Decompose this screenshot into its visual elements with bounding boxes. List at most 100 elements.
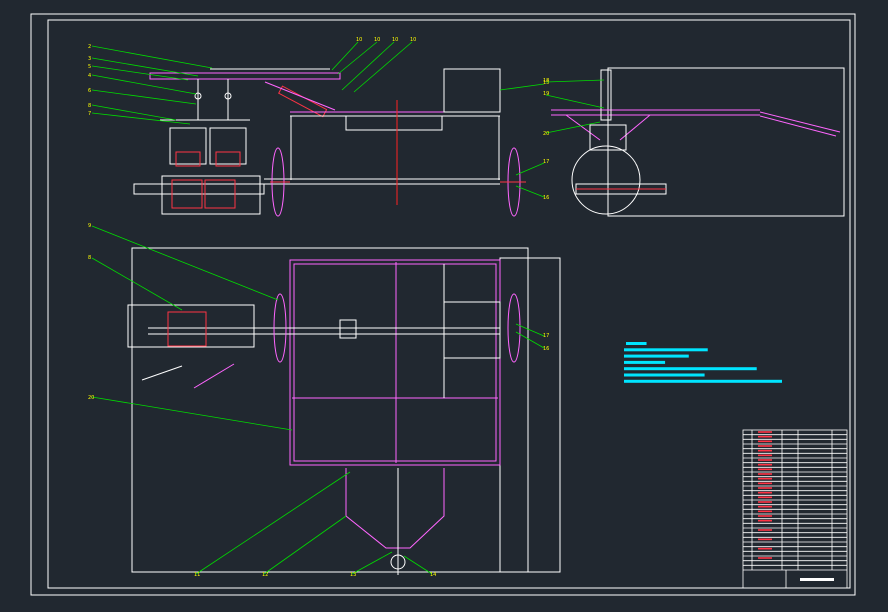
top-rail — [149, 72, 341, 80]
side-post — [600, 69, 612, 121]
leader-7 — [91, 112, 191, 125]
title-block-entry — [758, 538, 772, 541]
callout-8: 8 — [88, 103, 91, 109]
side-arm — [759, 111, 841, 133]
callout-8p: 8 — [88, 255, 91, 261]
gearbox-section — [171, 179, 203, 209]
motor-right — [209, 127, 247, 165]
leader-16p — [515, 331, 545, 349]
side-arm-2 — [759, 115, 837, 137]
leader-17p — [515, 323, 545, 337]
title-block-entry — [758, 473, 772, 475]
title-block-entry — [758, 435, 772, 438]
gearbox-shaft — [133, 183, 265, 195]
plan-view — [127, 247, 561, 575]
leader-13 — [351, 551, 393, 575]
cylinder-rod — [264, 81, 336, 111]
leader-2 — [91, 45, 213, 69]
notes-line — [624, 354, 689, 358]
plan-bin — [443, 301, 501, 359]
title-block-entry — [758, 468, 772, 471]
callout-9: 9 — [88, 223, 91, 229]
hanger-joint-right — [224, 92, 232, 100]
callout-20p: 20 — [88, 395, 94, 401]
plan-wheel-left — [273, 293, 287, 363]
title-block-entry — [758, 477, 772, 480]
bin — [443, 68, 501, 113]
plan-drive-section — [167, 311, 207, 347]
leader-19 — [545, 94, 605, 109]
title-block-entry — [758, 510, 772, 513]
callout-7: 7 — [88, 111, 91, 117]
callout-19: 19 — [543, 91, 549, 97]
plan-frame-outer — [289, 259, 501, 466]
title-block-entry — [758, 501, 772, 503]
leader-4 — [91, 74, 197, 95]
callout-front-17: 17 — [543, 159, 549, 165]
title-block-entry — [758, 491, 772, 494]
notes-line — [624, 379, 782, 383]
plan-arm-2 — [193, 363, 235, 389]
callout-20: 20 — [543, 131, 549, 137]
callout-14: 14 — [430, 572, 436, 578]
title-block-entry — [758, 505, 772, 508]
leader-top-d — [353, 41, 413, 93]
callout-13: 13 — [350, 572, 356, 578]
leader-top-b — [337, 41, 378, 75]
side-brace-right — [619, 114, 651, 141]
outer-border — [30, 13, 856, 596]
notes-line — [626, 342, 647, 345]
callout-frame-15: 15 — [543, 80, 549, 86]
leader-14 — [403, 555, 433, 575]
leader-11 — [195, 471, 351, 575]
title-block-drawing-no — [800, 578, 834, 581]
title-block-entry — [758, 529, 772, 531]
leader-12 — [263, 515, 347, 575]
motor-right-core — [215, 151, 241, 167]
side-wheel — [571, 145, 641, 215]
side-brace-left — [565, 114, 601, 141]
callout-18: 18 — [543, 78, 549, 84]
front-callouts: 2 3 5 4 6 8 7 10 10 10 10 17 16 15 — [88, 37, 549, 201]
motor-left — [169, 127, 207, 165]
callout-2: 2 — [88, 44, 91, 50]
side-outline — [607, 67, 845, 217]
callout-10d: 10 — [410, 37, 416, 43]
motor-left-core — [175, 151, 201, 167]
gearbox-section-2 — [204, 179, 236, 209]
title-block-entry — [758, 445, 772, 447]
leader-16 — [515, 185, 545, 198]
title-block-entry — [758, 449, 772, 452]
leader-6 — [91, 89, 197, 105]
leader-9 — [91, 225, 279, 301]
callout-10b: 10 — [374, 37, 380, 43]
technical-notes-block — [624, 342, 782, 383]
callout-12: 12 — [262, 572, 268, 578]
gearbox — [161, 175, 261, 215]
callout-16p: 16 — [543, 346, 549, 352]
title-block — [742, 429, 848, 589]
plan-coupling — [339, 319, 357, 339]
title-block-entry — [758, 440, 772, 443]
leader-8 — [91, 104, 177, 121]
side-leaders — [545, 79, 605, 134]
callout-3: 3 — [88, 56, 91, 62]
leader-20 — [545, 121, 601, 134]
title-block-entry — [758, 496, 772, 499]
title-block-entry — [758, 487, 772, 489]
callout-5: 5 — [88, 64, 91, 70]
callout-6: 6 — [88, 88, 91, 94]
side-callouts: 18 19 20 — [543, 78, 549, 137]
title-block-entry — [758, 482, 772, 485]
leader-3 — [91, 57, 199, 77]
notes-line — [624, 367, 757, 371]
leader-bin — [499, 83, 545, 91]
leader-8p — [91, 257, 183, 311]
hanger-joint-left — [194, 92, 202, 100]
plan-arm-1 — [141, 365, 183, 381]
side-elevation — [551, 67, 845, 217]
title-block-entry — [758, 431, 772, 433]
leader-5 — [91, 65, 189, 81]
notes-line — [624, 373, 705, 377]
